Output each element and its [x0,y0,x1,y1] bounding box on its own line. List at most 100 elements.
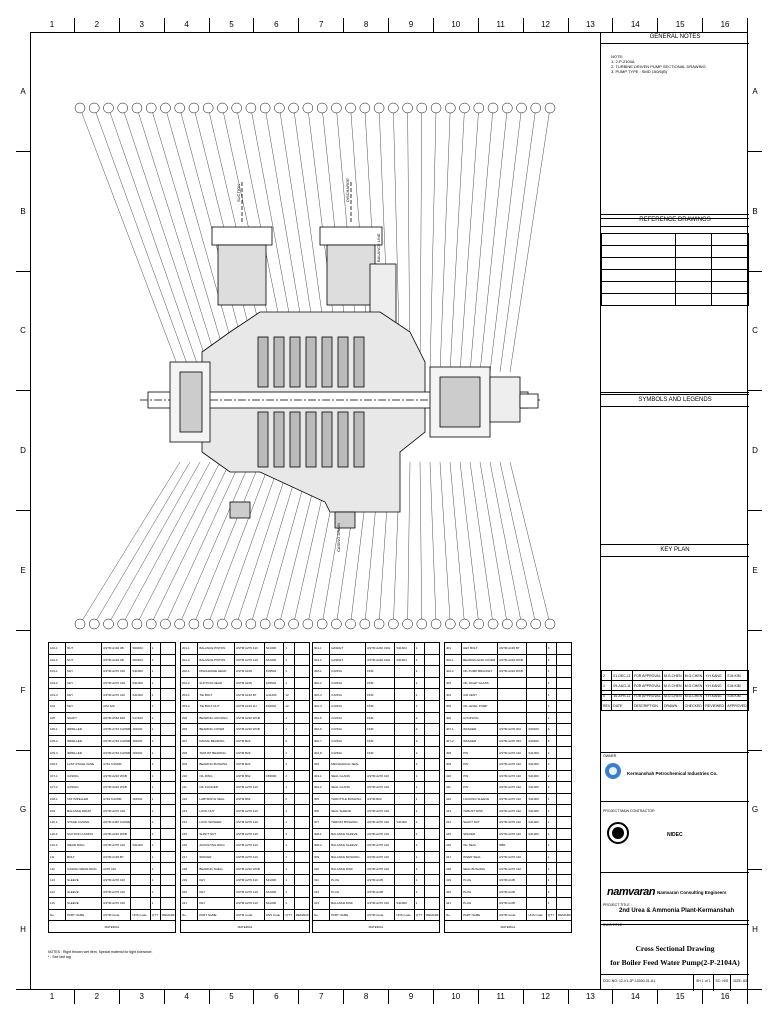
leader-line [94,461,191,625]
table-cell [556,792,572,806]
column-zone-label: 12 [524,990,569,1004]
row-zone-label: E [748,511,762,631]
table-cell: ASTM A194 4B [101,642,132,655]
table-cell: 411 [443,781,463,794]
table-cell: LOCKING SLEEVE [461,792,499,806]
table-cell: 1 [545,676,558,690]
table-cell: 1 [283,897,295,910]
table-cell: ASTM A276 410 [233,642,265,655]
item-balloon [302,618,314,630]
table-cell [424,676,440,690]
table-cell: 103-2 [47,676,67,690]
table-cell: 2 [283,792,295,806]
table-cell: BALANCE SLEEVE [329,827,367,841]
table-cell: 2 [545,769,558,783]
column-zone-label: 3 [120,18,165,32]
item-balloon [388,102,399,114]
table-cell: 2 [413,699,426,713]
table-cell: S30400 [526,723,547,736]
table-cell: 113 [47,873,67,887]
table-cell: FKM [365,723,396,736]
leader-line [469,107,494,373]
table-cell: 1 [149,642,162,655]
table-cell: 219 [179,873,199,887]
table-cell [526,850,547,864]
item-balloon [373,618,385,630]
table-cell: 105 [47,711,67,725]
table-cell: ASTM A216 WCB [233,862,265,875]
table-cell: LAST STAGE VANE [65,757,103,771]
table-cell [497,699,528,713]
table-cell: ASTM A105 [497,897,528,910]
drawing-title-line-1: Cross Sectional Drawing [635,944,715,953]
table-cell: 1 [149,815,162,829]
table-cell: 402-2 [443,665,463,678]
table-cell: 401 [443,642,463,655]
table-cell [160,885,176,899]
table-cell [556,862,572,875]
table-cell: WASHER [461,723,499,736]
leader-line [429,461,437,625]
item-balloon [402,102,413,114]
table-cell: BEARING COVER [197,723,235,736]
table-cell: BALANCE DISK [329,862,367,875]
table-cell [130,804,151,817]
revision-cell: S.M.KIM [725,670,749,681]
material-label: MATERIAL [180,920,310,933]
table-cell: ASTM A276 410 [101,665,132,678]
table-cell: LOCK NUT [197,804,235,817]
table-cell: S41000 [526,746,547,759]
table-cell [130,757,151,771]
table-cell: S41000 [526,781,547,794]
table-cell [293,827,311,841]
table-cell: WEAR RING [65,839,103,852]
table-cell [424,781,440,794]
table-cell: ASTM A105 [233,665,265,678]
table-cell: 1 [283,653,295,667]
revision-cell: FOR APPROVAL [631,670,664,681]
table-cell [263,781,285,794]
revision-cell: 16-APR-11 [611,690,633,701]
contractor-block: PROJECT MAIN CONTRACTOR NIDEC [601,808,749,873]
table-cell: 1 [283,746,295,759]
table-cell: 210 [179,769,199,783]
table-cell: 1 [413,792,426,806]
table-cell: 2 [413,757,426,771]
table-cell: 107-2 [47,781,67,794]
table-cell: 6 [545,734,558,748]
table-cell [293,676,311,690]
item-balloon [487,102,499,114]
note-line: 1. 2-P-2104A [611,59,635,64]
table-cell: BEARING HOUSING [197,711,235,725]
drawing-title-line-2: for Boiler Feed Water Pump(2-P-2104A) [610,958,740,967]
leader-line [136,461,221,625]
table-cell: ASTM Code [233,908,265,922]
table-cell [424,897,440,910]
table-cell: K03504 [263,665,285,678]
table-cell: 110-3 [47,839,67,852]
contractor-label: PROJECT MAIN CONTRACTOR [603,809,655,813]
table-cell: THRUST DISK [461,804,499,817]
item-balloon [473,102,485,114]
table-cell: 1 [283,850,295,864]
table-cell: ASTM A105 [365,885,396,899]
table-cell: 410 [443,769,463,783]
table-cell: 217 [179,850,199,864]
table-cell: 1ST IMPELLER [65,792,103,806]
